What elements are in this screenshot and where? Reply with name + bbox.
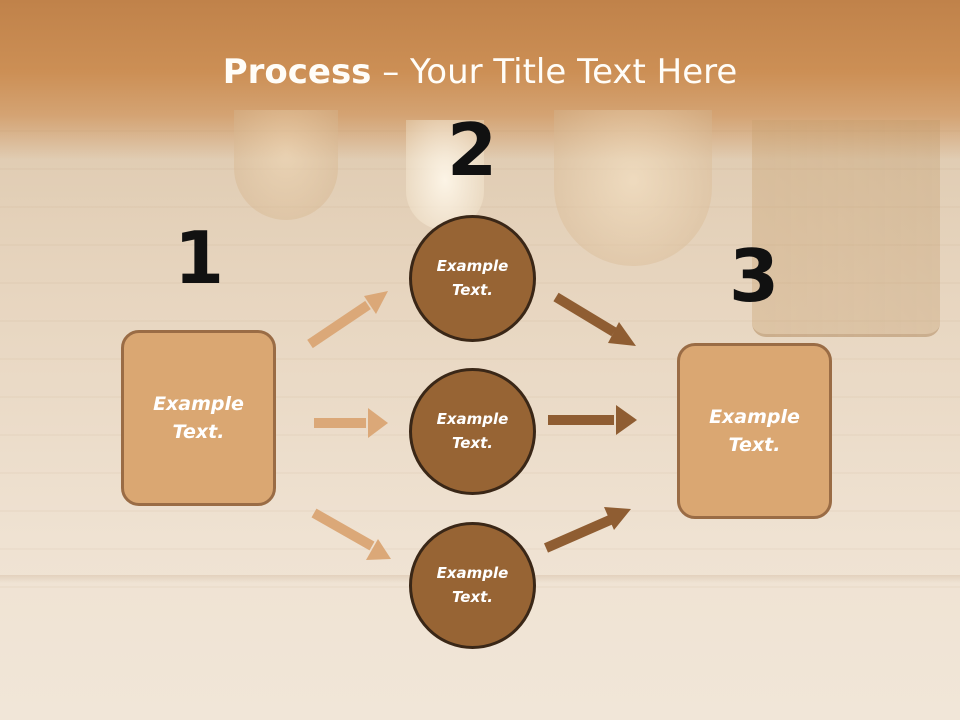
step-2-circle-text: Example Text. xyxy=(436,564,509,606)
arrow-bottom-to-right xyxy=(543,515,613,553)
step-2-circle-middle: Example Text. xyxy=(409,368,536,495)
step-2-circle-text: Example Text. xyxy=(436,410,509,452)
step-number-1: 1 xyxy=(173,216,225,300)
step-1-box: Example Text. xyxy=(121,330,276,506)
step-number-2: 2 xyxy=(446,108,498,192)
background-brush-image xyxy=(752,120,940,337)
arrowhead xyxy=(368,408,388,438)
arrowhead xyxy=(604,507,631,530)
step-2-circle-text: Example Text. xyxy=(436,257,509,299)
background-spoon-image xyxy=(554,110,712,266)
slide-title: Process – Your Title Text Here xyxy=(0,52,960,92)
arrowhead xyxy=(366,539,391,560)
step-2-circle-bottom: Example Text. xyxy=(409,522,536,649)
arrow-left-to-bottom xyxy=(311,508,375,551)
title-rest-part: – Your Title Text Here xyxy=(371,52,738,92)
background-spoon-image xyxy=(234,110,338,220)
arrowhead xyxy=(616,405,637,435)
step-1-text: Example Text. xyxy=(153,392,244,444)
background-spoon-image xyxy=(406,120,484,230)
step-2-circle-top: Example Text. xyxy=(409,215,536,342)
step-number-3: 3 xyxy=(728,234,780,318)
arrow-left-to-top xyxy=(307,300,371,349)
step-3-text: Example Text. xyxy=(709,405,800,457)
title-bold-part: Process xyxy=(222,52,372,92)
arrowhead xyxy=(364,291,388,314)
step-3-box: Example Text. xyxy=(677,343,832,519)
arrowhead xyxy=(608,322,636,346)
arrow-top-to-right xyxy=(553,292,617,337)
